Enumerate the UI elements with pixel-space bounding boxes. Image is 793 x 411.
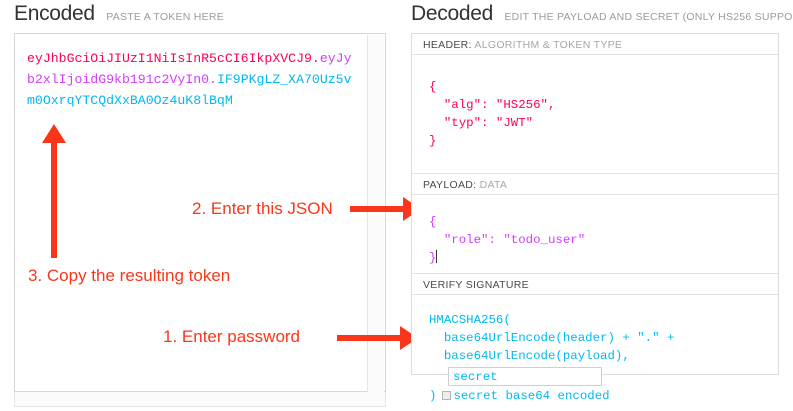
encoded-panel: Encoded PASTE A TOKEN HERE eyJhbGciOiJIU…	[14, 2, 408, 407]
encoded-vertical-scrollbar[interactable]	[367, 35, 384, 392]
payload-json-line: {	[429, 215, 437, 229]
decoded-panel: Decoded EDIT THE PAYLOAD AND SECRET (ONL…	[397, 0, 793, 411]
payload-json-line: }	[429, 251, 437, 265]
header-json-line: }	[429, 134, 437, 148]
header-section-label: HEADER: ALGORITHM & TOKEN TYPE	[412, 34, 778, 55]
encoded-panel-header: Encoded PASTE A TOKEN HERE	[14, 2, 224, 26]
annotation-arrow-up-head-icon	[42, 124, 66, 143]
secret-input[interactable]	[448, 367, 602, 386]
header-label-key: HEADER:	[423, 39, 472, 51]
payload-section-body[interactable]: { "role": "todo_user" }	[412, 195, 778, 274]
payload-json-last-line: }	[429, 249, 778, 267]
verify-label-key: VERIFY SIGNATURE	[423, 279, 529, 291]
annotation-arrow-2-shaft-icon	[350, 206, 408, 212]
token-header-segment: eyJhbGciOiJIUzI1NiIsInR5cCI6IkpXVCJ9	[27, 51, 312, 66]
verify-line-1: HMACSHA256(	[429, 313, 511, 327]
annotation-arrow-up-shaft-icon	[51, 141, 57, 258]
header-section-body[interactable]: { "alg": "HS256", "typ": "JWT" }	[412, 55, 778, 174]
encoded-horizontal-scrollbar[interactable]	[14, 392, 386, 407]
base64-encoded-label[interactable]: secret base64 encoded	[453, 389, 610, 403]
token-dot-1: .	[311, 51, 320, 66]
header-json-line: "typ": "JWT"	[429, 116, 534, 130]
verify-line-3: base64UrlEncode(payload),	[429, 349, 630, 363]
header-json-line: {	[429, 80, 437, 94]
annotation-step-3: 3. Copy the resulting token	[28, 266, 231, 285]
token-dot-2: .	[209, 72, 217, 87]
token-signature-segment: IF9PKgLZ_XA70Uz5vm0OxrqYTCQdXxBA0Oz4uK8l…	[27, 72, 352, 108]
token-payload-segment: eyJyb2xlIjoidG9kb191c2VyIn0	[27, 51, 352, 87]
payload-json-line: "role": "todo_user"	[429, 233, 586, 247]
encoded-token-text[interactable]: eyJhbGciOiJIUzI1NiIsInR5cCI6IkpXVCJ9.eyJ…	[27, 48, 357, 111]
encoded-title: Encoded	[14, 2, 95, 25]
verify-section-body: HMACSHA256( base64UrlEncode(header) + ".…	[412, 295, 778, 403]
text-cursor	[436, 250, 438, 263]
verify-line-2: base64UrlEncode(header) + "." +	[429, 331, 675, 345]
annotation-step-2: 2. Enter this JSON	[192, 199, 333, 218]
payload-section-label: PAYLOAD: DATA	[412, 174, 778, 195]
header-json-line: "alg": "HS256",	[429, 98, 556, 112]
payload-label-key: PAYLOAD:	[423, 179, 477, 191]
encoded-subtitle: PASTE A TOKEN HERE	[106, 11, 224, 23]
decoded-title: Decoded	[411, 2, 493, 25]
decoded-panel-header: Decoded EDIT THE PAYLOAD AND SECRET (ONL…	[411, 2, 793, 26]
decoded-box: HEADER: ALGORITHM & TOKEN TYPE { "alg": …	[411, 33, 779, 403]
annotation-arrow-1-shaft-icon	[337, 335, 405, 341]
decoded-subtitle: EDIT THE PAYLOAD AND SECRET (ONLY HS256 …	[504, 11, 793, 23]
verify-closing-paren: )	[429, 389, 437, 403]
verify-closing-row: ) secret base64 encoded	[429, 387, 778, 405]
annotation-step-1: 1. Enter password	[163, 327, 301, 346]
payload-label-value: DATA	[479, 179, 508, 191]
encoded-token-box[interactable]: eyJhbGciOiJIUzI1NiIsInR5cCI6IkpXVCJ9.eyJ…	[14, 33, 386, 392]
base64-encoded-checkbox[interactable]	[442, 391, 452, 400]
header-label-value: ALGORITHM & TOKEN TYPE	[474, 39, 623, 51]
verify-section-label: VERIFY SIGNATURE	[412, 274, 778, 295]
